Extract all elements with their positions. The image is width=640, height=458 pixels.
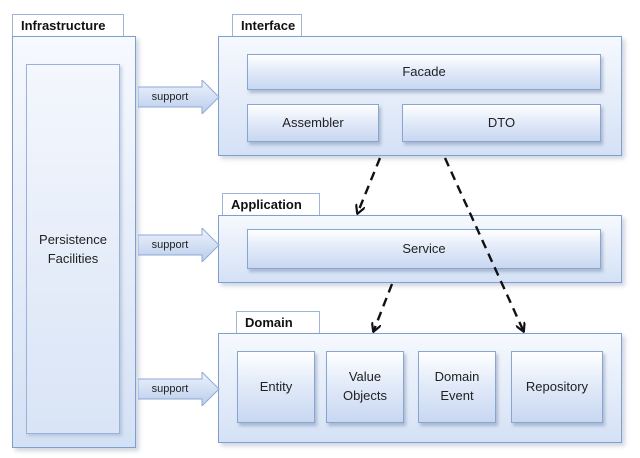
persistence-facilities: Persistence Facilities [26, 64, 120, 434]
infrastructure-title-text: Infrastructure [21, 18, 106, 33]
service-box: Service [247, 229, 601, 269]
entity-box: Entity [237, 351, 315, 423]
support-arrow-domain: support [138, 372, 220, 406]
repository-label: Repository [525, 378, 589, 394]
domain-title-text: Domain [245, 315, 293, 330]
value-objects-line1: Value [348, 369, 382, 385]
domain-title: Domain [236, 311, 320, 333]
support-arrow-application-shape [138, 228, 220, 262]
support-arrow-interface: support [138, 80, 220, 114]
value-objects-box: Value Objects [326, 351, 404, 423]
assembler-label: Assembler [282, 114, 344, 130]
assembler-box: Assembler [247, 104, 379, 142]
domain-event-line2: Event [440, 388, 474, 403]
application-panel: Service [218, 215, 622, 283]
domain-event-box: Domain Event [418, 351, 496, 423]
support-label-2: support [151, 239, 189, 251]
domain-event-line1: Domain [434, 369, 480, 385]
dependency-arrow-interface-to-application [358, 157, 382, 212]
infrastructure-title: Infrastructure [12, 14, 124, 36]
interface-panel: Facade Assembler DTO [218, 36, 622, 156]
dto-label: DTO [487, 114, 516, 130]
dependency-arrow-dto-to-repository [443, 157, 523, 330]
infrastructure-panel: Persistence Facilities [12, 36, 136, 448]
dependency-arrow-service-to-domain [374, 283, 394, 330]
support-label-3: support [151, 383, 189, 395]
support-arrow-application: support [138, 228, 220, 262]
value-objects-line2: Objects [342, 388, 388, 403]
repository-box: Repository [511, 351, 603, 423]
support-label-1: support [151, 91, 189, 103]
interface-title: Interface [232, 14, 302, 36]
service-label: Service [402, 240, 446, 256]
support-arrow-interface-shape [138, 80, 220, 114]
application-title: Application [222, 193, 320, 215]
application-title-text: Application [231, 197, 302, 212]
facade-box: Facade [247, 54, 601, 90]
entity-label: Entity [259, 378, 293, 394]
dto-box: DTO [402, 104, 601, 142]
support-arrow-domain-shape [138, 372, 220, 406]
facade-label: Facade [402, 63, 446, 79]
interface-title-text: Interface [241, 18, 296, 33]
persistence-facilities-line1: Persistence [39, 231, 107, 247]
persistence-facilities-line2: Facilities [47, 251, 99, 266]
domain-panel: Entity Value Objects Domain Event Reposi… [218, 333, 622, 443]
